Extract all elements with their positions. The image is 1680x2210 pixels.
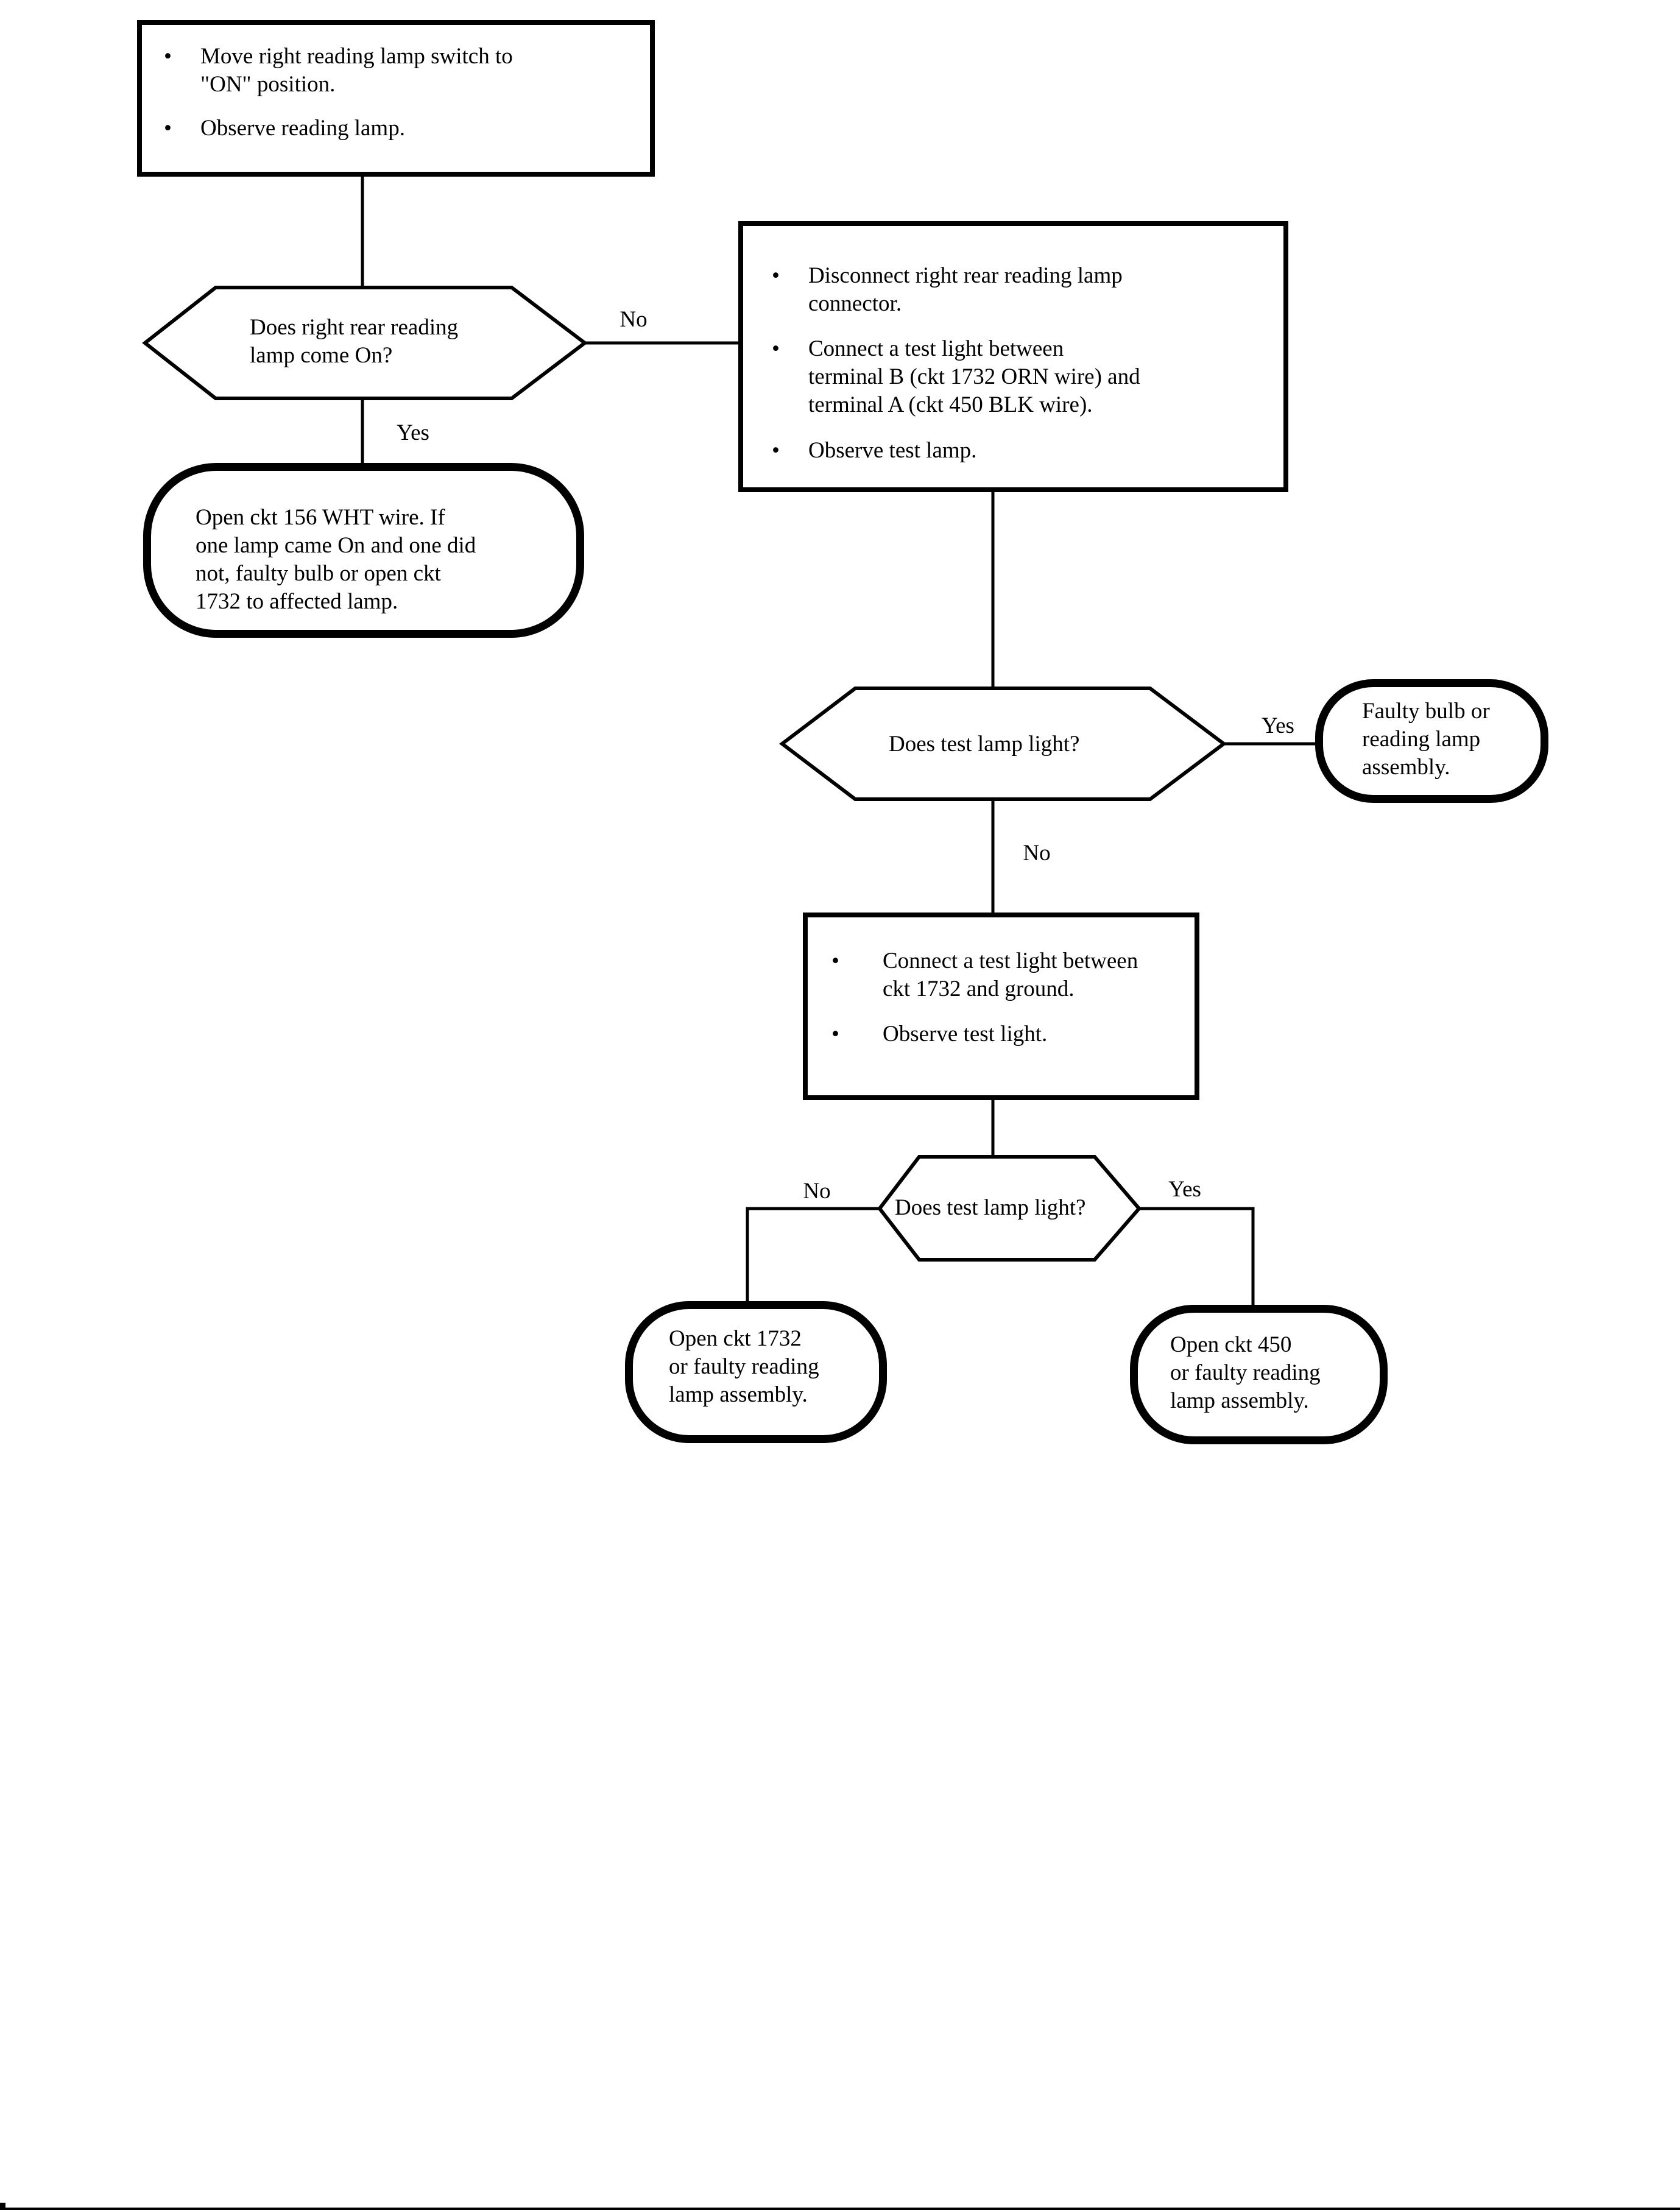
bullet-icon bbox=[831, 947, 883, 1003]
edge-yes3 bbox=[1139, 1207, 1255, 1305]
edge-label-no: No bbox=[1023, 841, 1051, 866]
decision2-hexagon bbox=[779, 687, 1227, 801]
bullet-icon bbox=[164, 43, 200, 99]
terminal-faulty-bulb: Faulty bulb or reading lamp assembly. bbox=[1315, 679, 1548, 803]
step-text: Observe reading lamp. bbox=[200, 116, 405, 141]
edge-label-no: No bbox=[619, 307, 648, 332]
terminal-text: Open ckt 1732 or faulty reading lamp ass… bbox=[669, 1326, 819, 1407]
step-text: Move right reading lamp switch to "ON" p… bbox=[200, 44, 513, 97]
scan-artifact-corner bbox=[0, 2203, 5, 2210]
terminal-text: Faulty bulb or reading lamp assembly. bbox=[1362, 699, 1490, 780]
step-text: Disconnect right rear reading lamp conne… bbox=[808, 263, 1123, 316]
bullet-icon bbox=[772, 335, 808, 419]
edge-label-yes: Yes bbox=[1168, 1177, 1201, 1202]
list-item: Connect a test light between terminal B … bbox=[772, 335, 1140, 419]
list-item: Observe test light. bbox=[831, 1020, 1047, 1048]
decision1-text: Does right rear reading lamp come On? bbox=[250, 315, 459, 368]
action-box-test-light-terminals: Disconnect right rear reading lamp conne… bbox=[738, 221, 1288, 492]
terminal-text: Open ckt 450 or faulty reading lamp asse… bbox=[1170, 1332, 1321, 1413]
bullet-icon bbox=[772, 437, 808, 465]
terminal-open-ckt-156: Open ckt 156 WHT wire. If one lamp came … bbox=[143, 463, 584, 638]
list-item: Observe reading lamp. bbox=[164, 115, 405, 143]
decision3-text: Does test lamp light? bbox=[895, 1195, 1086, 1220]
edge-no3 bbox=[746, 1207, 880, 1301]
terminal-text: Open ckt 156 WHT wire. If one lamp came … bbox=[196, 505, 476, 614]
edge-label-no: No bbox=[803, 1179, 831, 1204]
action-box-test-light-ground: Connect a test light between ckt 1732 an… bbox=[803, 913, 1199, 1100]
bullet-icon bbox=[831, 1020, 883, 1048]
decision2-text: Does test lamp light? bbox=[889, 732, 1080, 757]
decision3-hexagon bbox=[877, 1155, 1142, 1262]
list-item: Move right reading lamp switch to "ON" p… bbox=[164, 43, 513, 99]
step-text: Connect a test light between terminal B … bbox=[808, 336, 1140, 417]
step-text: Observe test lamp. bbox=[808, 438, 977, 463]
edge-label-yes: Yes bbox=[397, 420, 429, 445]
decision1-hexagon bbox=[142, 286, 588, 400]
start-process-box: Move right reading lamp switch to "ON" p… bbox=[137, 20, 655, 177]
list-item: Disconnect right rear reading lamp conne… bbox=[772, 262, 1123, 318]
edge-label-yes: Yes bbox=[1262, 713, 1294, 738]
terminal-open-ckt-450: Open ckt 450 or faulty reading lamp asse… bbox=[1130, 1305, 1388, 1444]
step-text: Connect a test light between ckt 1732 an… bbox=[883, 948, 1138, 1001]
terminal-open-ckt-1732: Open ckt 1732 or faulty reading lamp ass… bbox=[625, 1301, 887, 1443]
list-item: Connect a test light between ckt 1732 an… bbox=[831, 947, 1138, 1003]
bullet-icon bbox=[772, 262, 808, 318]
list-item: Observe test lamp. bbox=[772, 437, 976, 465]
scan-artifact-bottom-edge bbox=[0, 2208, 1680, 2210]
step-text: Observe test light. bbox=[883, 1022, 1048, 1047]
bullet-icon bbox=[164, 115, 200, 143]
